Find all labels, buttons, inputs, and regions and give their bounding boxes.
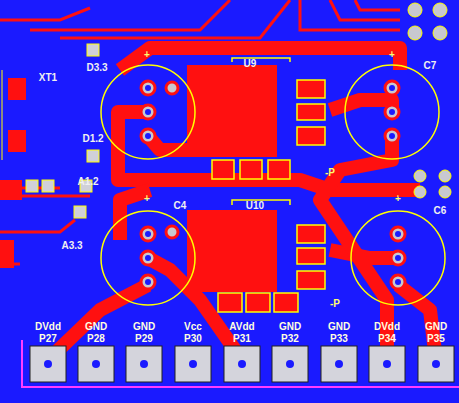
pin-hole [44,360,52,368]
pin-name: P29 [135,333,153,344]
pin-name: GND [328,321,350,332]
pin-name: P27 [39,333,57,344]
pin-hole [92,360,100,368]
connector-pin [175,346,211,382]
ref-label: U10 [246,200,264,211]
pin-name: P28 [87,333,105,344]
connector-pin [418,346,454,382]
pin-hole [238,360,246,368]
ref-label: A3.3 [61,240,82,251]
pin-name: GND [85,321,107,332]
pin-name: GND [133,321,155,332]
pin-name: Vcc [184,321,202,332]
connector-pin [126,346,162,382]
pin-name: DVdd [35,321,61,332]
pin-name: P34 [378,333,396,344]
polarity-mark: + [395,193,401,204]
pin-name: DVdd [374,321,400,332]
pin-name: GND [279,321,301,332]
pin-name: P31 [233,333,251,344]
pin-name: GND [425,321,447,332]
connector-pin [272,346,308,382]
ref-label: XT1 [39,72,57,83]
connector-pin [369,346,405,382]
ref-label: D1.2 [82,133,103,144]
pin-hole [432,360,440,368]
connector-pin [78,346,114,382]
pin-name: P33 [330,333,348,344]
pin-hole [140,360,148,368]
pin-hole [286,360,294,368]
connector-pin [30,346,66,382]
polarity-mark: + [144,49,150,60]
polarity-mark: + [389,49,395,60]
pin-hole [383,360,391,368]
pin-name: P30 [184,333,202,344]
pin-name: P35 [427,333,445,344]
ref-label: U9 [244,58,257,69]
ref-label: C4 [174,200,187,211]
polarity-mark: + [144,193,150,204]
pin-hole [189,360,197,368]
ref-label: C7 [424,60,437,71]
ref-label: C6 [434,205,447,216]
pin-name: P32 [281,333,299,344]
pin-mark: -P [330,298,340,309]
pin-name: AVdd [229,321,254,332]
pin-hole [335,360,343,368]
ref-label: D3.3 [86,62,107,73]
pin-mark: -P [325,167,335,178]
ref-label: A1.2 [77,176,98,187]
connector-pin [224,346,260,382]
connector-pin [321,346,357,382]
